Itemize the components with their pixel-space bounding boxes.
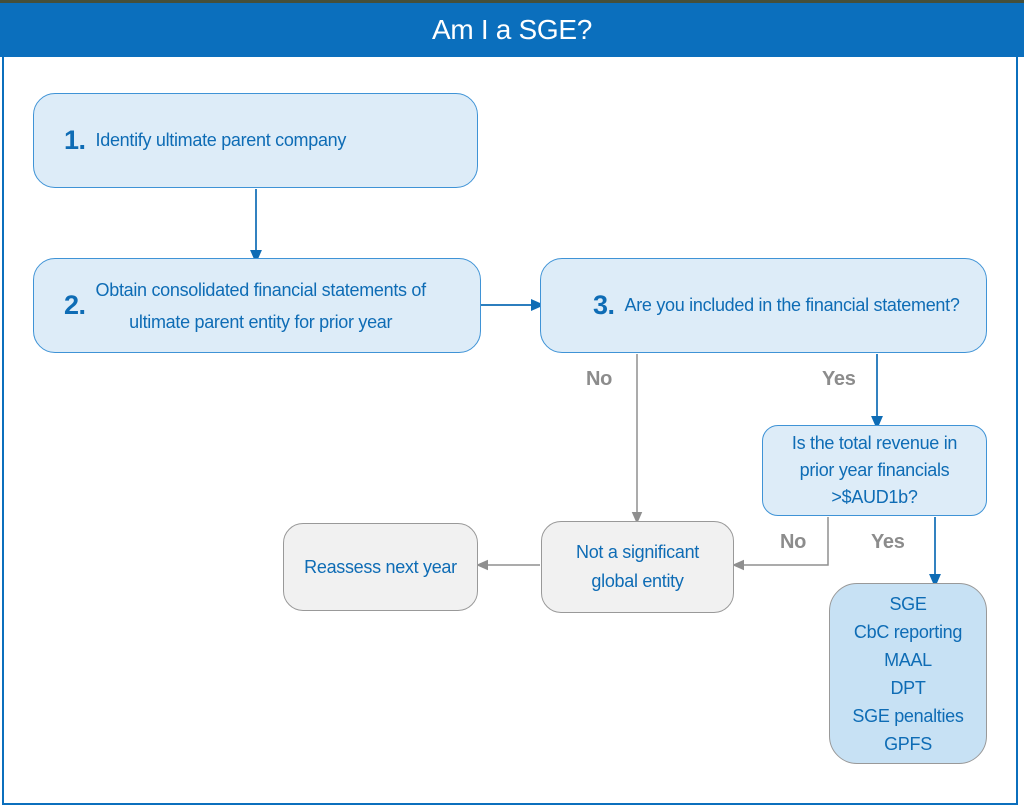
revenue-question-line2: prior year financials bbox=[799, 460, 950, 480]
revenue-question-box: Is the total revenue in prior year finan… bbox=[762, 425, 987, 516]
sge-outcome-item: DPT bbox=[890, 677, 926, 698]
reassess-box: Reassess next year bbox=[283, 523, 478, 611]
step-3-text: Are you included in the financial statem… bbox=[624, 295, 960, 315]
revenue-question-line1: Is the total revenue in bbox=[791, 433, 958, 453]
sge-outcome-item: SGE bbox=[889, 593, 927, 614]
branch2-no-label: No bbox=[780, 531, 807, 553]
sge-outcome-item: CbC reporting bbox=[853, 621, 963, 642]
sge-outcomes-box: SGE CbC reporting MAAL DPT SGE penalties… bbox=[829, 583, 987, 764]
step-3-box: 3. Are you included in the financial sta… bbox=[540, 258, 987, 353]
step-3-number: 3. bbox=[593, 290, 615, 320]
step-1-text: Identify ultimate parent company bbox=[95, 130, 347, 150]
not-sge-line2: global entity bbox=[591, 571, 684, 591]
revenue-question-line3: >$AUD1b? bbox=[831, 487, 918, 507]
sge-outcome-item: SGE penalties bbox=[852, 705, 964, 726]
branch1-no-label: No bbox=[586, 368, 613, 390]
step-2-text-line2: ultimate parent entity for prior year bbox=[129, 311, 393, 332]
step-2-text-line1: Obtain consolidated financial statements… bbox=[95, 279, 427, 300]
branch1-yes-label: Yes bbox=[822, 368, 856, 390]
top-edge-strip bbox=[0, 0, 1024, 3]
sge-outcome-item: MAAL bbox=[884, 649, 932, 670]
reassess-text: Reassess next year bbox=[304, 556, 457, 577]
branch2-yes-label: Yes bbox=[871, 531, 905, 553]
step-1-number: 1. bbox=[64, 125, 86, 155]
step-2-box: 2. Obtain consolidated financial stateme… bbox=[33, 258, 481, 353]
sge-outcome-item: GPFS bbox=[884, 733, 932, 754]
header-bar: Am I a SGE? bbox=[0, 3, 1024, 57]
step-1-box: 1. Identify ultimate parent company bbox=[33, 93, 478, 188]
step-2-number: 2. bbox=[64, 290, 86, 320]
not-sge-box: Not a significant global entity bbox=[541, 521, 734, 613]
not-sge-line1: Not a significant bbox=[576, 542, 699, 562]
page-title: Am I a SGE? bbox=[431, 14, 593, 45]
